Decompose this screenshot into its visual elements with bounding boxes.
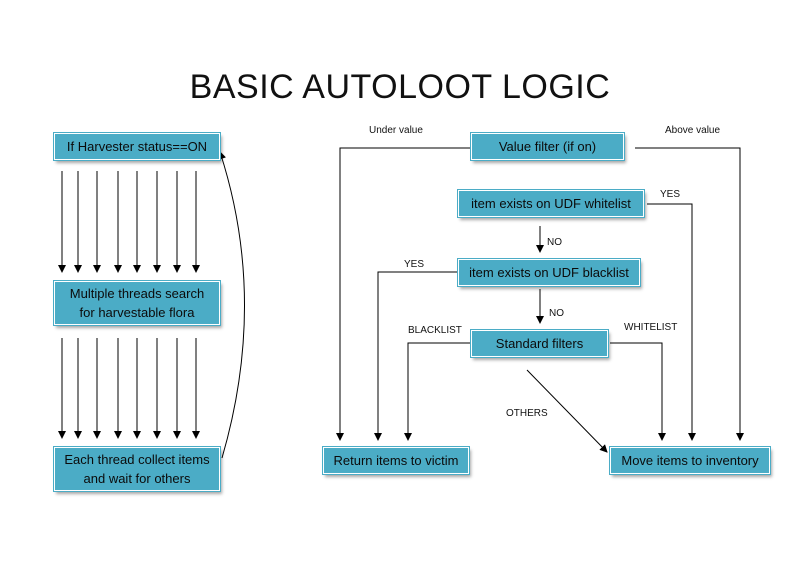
return-items-box: Return items to victim [323, 447, 469, 474]
under-value-label: Under value [369, 125, 423, 136]
whitelist-branch-label: WHITELIST [624, 322, 678, 333]
thread-collect-box: Each thread collect items and wait for o… [54, 447, 220, 491]
whitelist-no-label: NO [547, 237, 562, 248]
thread-search-box: Multiple threads search for harvestable … [54, 281, 220, 325]
blacklist-yes-label: YES [404, 259, 425, 270]
standard-blacklist-arrow [404, 342, 470, 441]
standard-filters-box: Standard filters [471, 330, 608, 357]
harvester-status-box: If Harvester status==ON [54, 133, 220, 160]
value-filter-box: Value filter (if on) [471, 133, 624, 160]
whitelist-yes-arrow [647, 203, 696, 441]
udf-whitelist-box: item exists on UDF whitelist [458, 190, 644, 217]
loop-back-arrow [218, 151, 245, 459]
udf-blacklist-box: item exists on UDF blacklist [458, 259, 640, 286]
above-value-arrow [635, 147, 744, 441]
under-value-arrow [336, 147, 470, 441]
diagram-title: BASIC AUTOLOOT LOGIC [189, 68, 611, 106]
above-value-label: Above value [665, 125, 721, 136]
standard-others-arrow [526, 369, 608, 453]
standard-whitelist-arrow [610, 342, 666, 441]
others-branch-label: OTHERS [506, 408, 548, 419]
blacklist-branch-label: BLACKLIST [408, 325, 462, 336]
blacklist-yes-arrow [374, 271, 458, 441]
blacklist-no-label: NO [549, 308, 564, 319]
move-items-box: Move items to inventory [610, 447, 770, 474]
whitelist-yes-label: YES [660, 189, 681, 200]
